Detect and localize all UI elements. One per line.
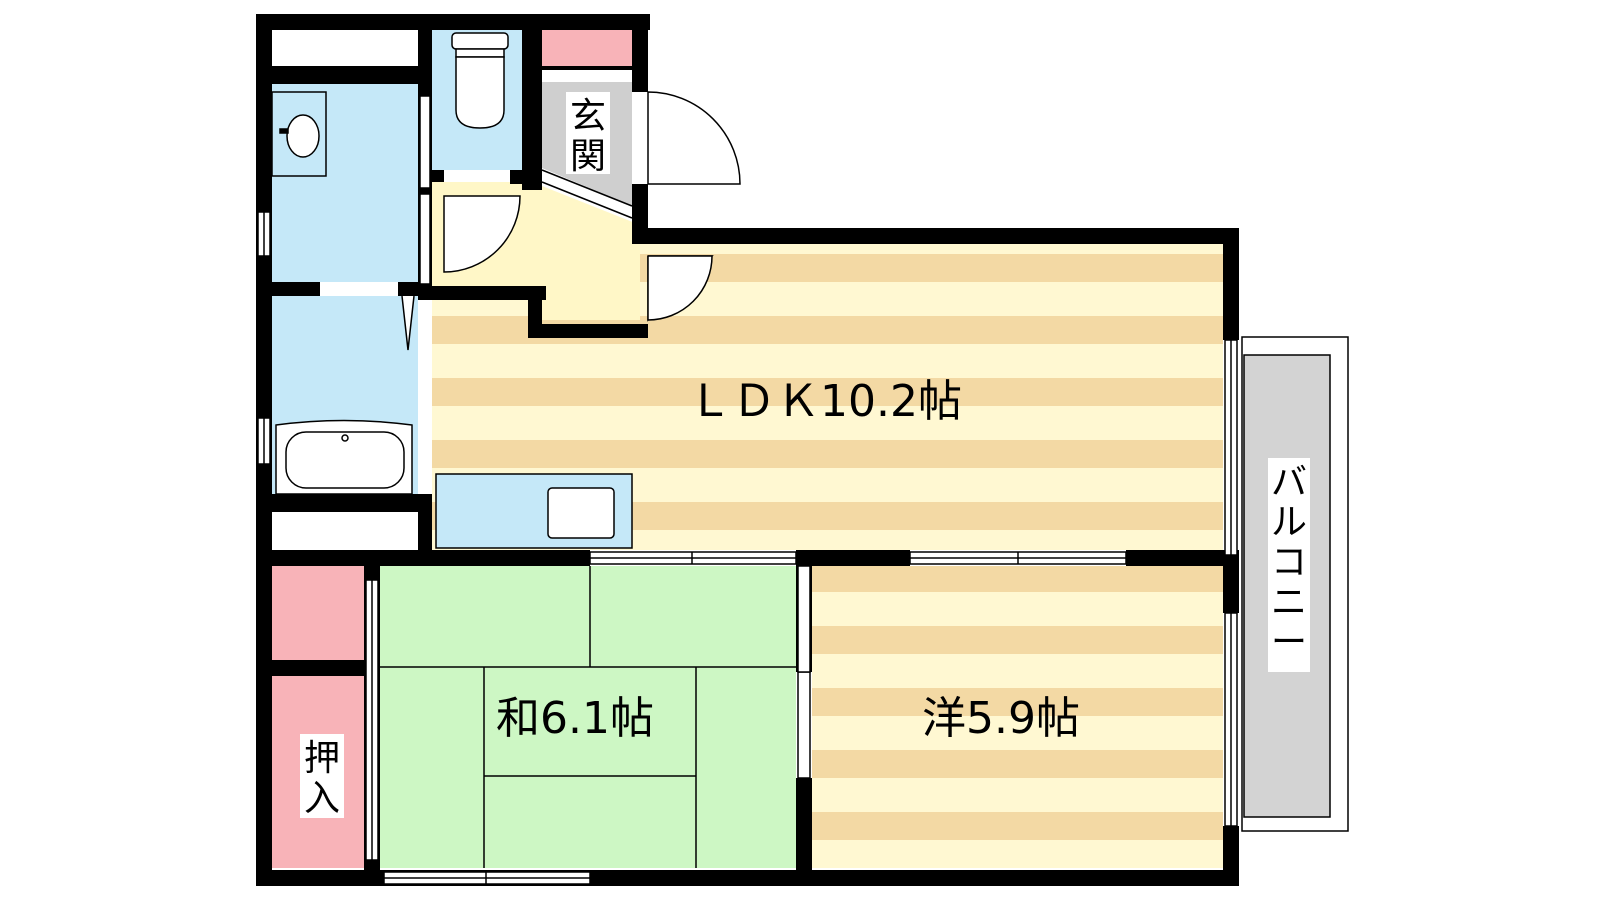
- tatami-lines: [380, 566, 796, 868]
- washroom-floor: [272, 84, 418, 282]
- washitsu-label: 和6.1帖: [496, 693, 654, 744]
- doors: [401, 91, 741, 351]
- oshiire-label: 押入: [304, 738, 340, 819]
- kitchen-counter: [435, 473, 633, 549]
- sink-icon: [271, 91, 327, 177]
- western-room-floor: [812, 566, 1223, 868]
- room-fills: [272, 30, 1349, 868]
- genkan-label: 玄関: [570, 96, 606, 177]
- windows: [257, 95, 1238, 885]
- tatami-floor: [380, 566, 796, 868]
- kitchen-sink-icon: [547, 487, 615, 539]
- toilet-icon: [451, 32, 509, 129]
- bathtub-icon: [275, 419, 413, 495]
- balcony-label: バルコニー: [1271, 462, 1307, 663]
- closet-upper: [272, 566, 364, 660]
- labels: ＬＤＫ10.2帖 和6.1帖 洋5.9帖: [496, 376, 1080, 744]
- yoshitsu-label: 洋5.9帖: [922, 693, 1080, 744]
- ldk-label: ＬＤＫ10.2帖: [688, 376, 962, 427]
- shoe-storage: [542, 30, 632, 66]
- fixtures: [271, 32, 615, 539]
